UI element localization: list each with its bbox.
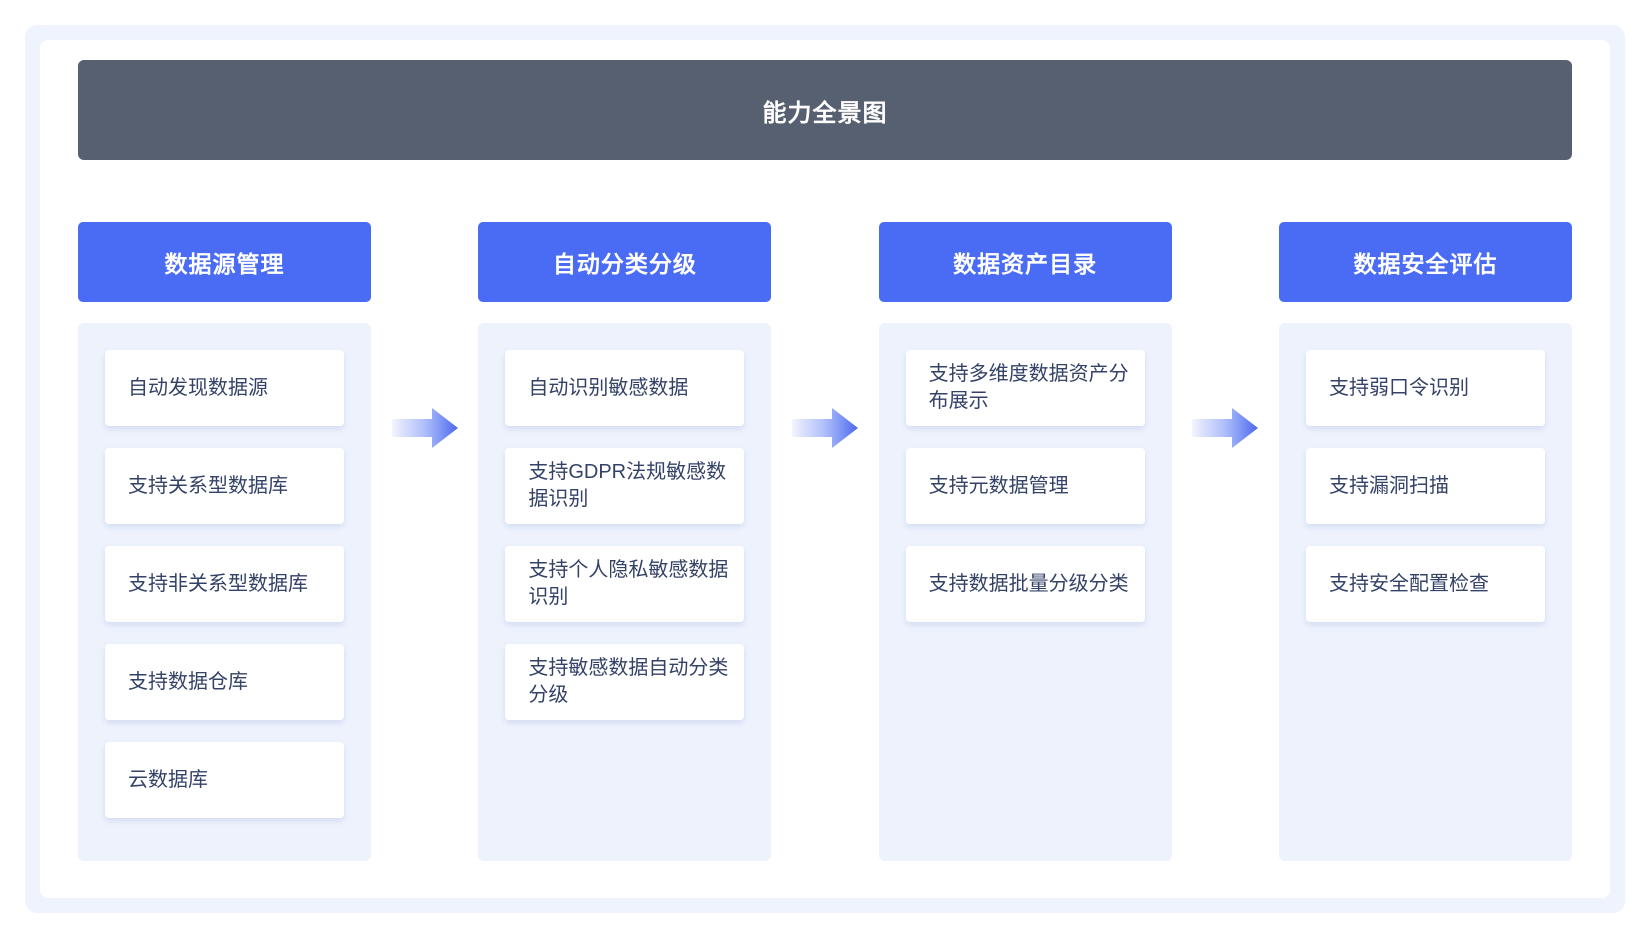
capability-card-label: 支持非关系型数据库 [128, 572, 308, 595]
page: 能力全景图 数据源管理 自动发现数据源 支持关系型数据库 [0, 25, 1650, 913]
column-data-source-management: 数据源管理 自动发现数据源 支持关系型数据库 支持非关系型数据库 [78, 222, 371, 861]
flow-gap [1172, 222, 1279, 861]
column-header-label: 数据安全评估 [1353, 251, 1498, 277]
capability-card: 支持元数据管理 [905, 448, 1145, 524]
outer-frame: 能力全景图 数据源管理 自动发现数据源 支持关系型数据库 [25, 25, 1625, 913]
capability-card-label: 自动识别敏感数据 [528, 376, 689, 399]
column-data-asset-catalog: 数据资产目录 支持多维度数据资产分布展示 支持元数据管理 支持数据批量分级分类 [878, 222, 1172, 861]
column-panel-data-security-assessment: 支持弱口令识别 支持漏洞扫描 支持安全配置检查 [1278, 323, 1572, 861]
capability-card: 支持非关系型数据库 [105, 546, 344, 622]
column-panel-data-asset-catalog: 支持多维度数据资产分布展示 支持元数据管理 支持数据批量分级分类 [878, 323, 1172, 861]
capability-card: 支持敏感数据自动分类分级 [505, 644, 745, 720]
capability-card-label: 支持漏洞扫描 [1328, 474, 1449, 497]
capability-card: 支持关系型数据库 [105, 448, 344, 524]
column-header-label: 自动分类分级 [552, 251, 697, 277]
capability-card-label: 支持敏感数据自动分类分级 [528, 657, 729, 706]
capability-card-label: 支持个人隐私敏感数据识别 [528, 559, 729, 608]
column-panel-data-source-management: 自动发现数据源 支持关系型数据库 支持非关系型数据库 支持数据仓库 云数据库 [78, 323, 371, 861]
capability-card-label: 自动发现数据源 [128, 376, 268, 399]
capability-card: 支持安全配置检查 [1305, 546, 1545, 622]
column-auto-classification: 自动分类分级 自动识别敏感数据 支持GDPR法规敏感数据识别 支持个人隐私敏感数… [478, 222, 772, 861]
column-data-security-assessment: 数据安全评估 支持弱口令识别 支持漏洞扫描 支持安全配置检查 [1278, 222, 1572, 861]
capability-card: 云数据库 [105, 742, 344, 818]
capability-card-label: 支持元数据管理 [928, 474, 1069, 497]
capability-card-label: 云数据库 [128, 768, 208, 791]
column-header-data-source-management: 数据源管理 [78, 222, 371, 302]
capability-card: 支持GDPR法规敏感数据识别 [505, 448, 745, 524]
right-arrow-icon [791, 408, 858, 448]
column-panel-auto-classification: 自动识别敏感数据 支持GDPR法规敏感数据识别 支持个人隐私敏感数据识别 支持敏… [478, 323, 772, 861]
right-arrow-icon [1192, 408, 1259, 448]
capability-card-label: 支持GDPR法规敏感数据识别 [528, 461, 727, 510]
title-banner: 能力全景图 [78, 60, 1572, 160]
column-header-data-security-assessment: 数据安全评估 [1278, 222, 1572, 302]
capability-card-label: 支持安全配置检查 [1328, 572, 1489, 595]
capability-card-label: 支持多维度数据资产分布展示 [928, 363, 1129, 412]
capability-card-label: 支持数据仓库 [128, 670, 248, 693]
capability-card: 支持数据仓库 [105, 644, 344, 720]
capability-card: 自动发现数据源 [105, 350, 344, 426]
capability-card-label: 支持数据批量分级分类 [928, 572, 1129, 595]
capability-card: 支持多维度数据资产分布展示 [905, 350, 1145, 426]
capability-card: 支持数据批量分级分类 [905, 546, 1145, 622]
capability-card-label: 支持弱口令识别 [1328, 376, 1469, 399]
column-header-label: 数据源管理 [164, 251, 285, 277]
columns-board: 数据源管理 自动发现数据源 支持关系型数据库 支持非关系型数据库 [78, 222, 1572, 861]
flow-gap [771, 222, 878, 861]
capability-card: 支持个人隐私敏感数据识别 [505, 546, 745, 622]
column-header-auto-classification: 自动分类分级 [478, 222, 772, 302]
flow-gap [371, 222, 478, 861]
capability-card: 支持漏洞扫描 [1305, 448, 1545, 524]
capability-card: 自动识别敏感数据 [505, 350, 745, 426]
capability-card-label: 支持关系型数据库 [128, 474, 288, 497]
page-title: 能力全景图 [762, 99, 888, 127]
column-header-data-asset-catalog: 数据资产目录 [878, 222, 1172, 302]
diagram-canvas: 能力全景图 数据源管理 自动发现数据源 支持关系型数据库 [40, 40, 1610, 898]
capability-card: 支持弱口令识别 [1305, 350, 1545, 426]
right-arrow-icon [391, 408, 458, 448]
column-header-label: 数据资产目录 [953, 251, 1098, 277]
